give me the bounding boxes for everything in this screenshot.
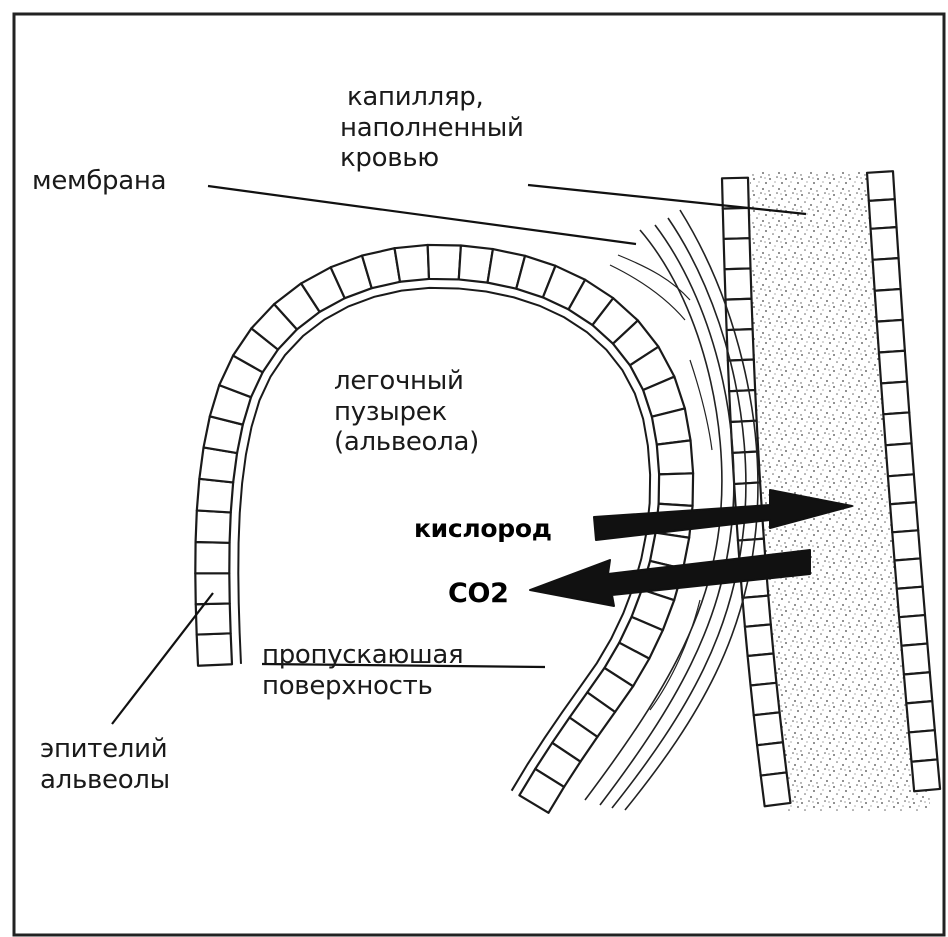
wall-cell (869, 199, 897, 229)
wall-cell (659, 473, 693, 506)
epithelium-label: эпителий альвеолы (40, 734, 170, 795)
capillary-label-line-2: наполненный (340, 113, 524, 144)
wall-cell (894, 558, 922, 588)
wall-cell (757, 742, 786, 775)
wall-cell (657, 440, 693, 474)
oxygen-label-text: кислород (414, 514, 552, 543)
wall-cell (722, 178, 749, 209)
alveolus-label: легочный пузырек (альвеола) (334, 366, 479, 458)
wall-cell (881, 382, 909, 415)
wall-cell (912, 759, 941, 791)
wall-cell (873, 258, 901, 291)
wall-cell (195, 573, 229, 604)
epithelium-label-line-1: эпителий (40, 734, 170, 765)
capillary-label-line-1: капилляр, (340, 82, 524, 113)
wall-cell (875, 289, 903, 322)
wall-cell (906, 701, 934, 732)
alveolus-label-line-2: пузырек (334, 397, 479, 428)
wall-cell (871, 227, 899, 260)
co2-label-text: CO2 (448, 578, 509, 609)
wall-cell (197, 633, 232, 665)
surface-label-line-1: пропускаюшая (262, 640, 463, 671)
wall-cell (899, 615, 927, 646)
wall-cell (727, 329, 754, 361)
wall-cell (195, 542, 229, 573)
epithelium-label-line-2: альвеолы (40, 765, 170, 796)
wall-cell (877, 320, 905, 353)
alveolus-label-line-1: легочный (334, 366, 479, 397)
wall-cell (197, 479, 233, 513)
wall-cell (892, 530, 920, 560)
surface-label-line-2: поверхность (262, 671, 463, 702)
wall-cell (196, 510, 231, 542)
wall-cell (395, 245, 429, 282)
alveolus-label-line-3: (альвеола) (334, 427, 479, 458)
wall-cell (751, 683, 780, 715)
wall-cell (888, 474, 916, 504)
wall-cell (879, 351, 907, 384)
wall-cell (761, 772, 791, 806)
wall-cell (725, 268, 752, 299)
membrane-leader-line (208, 186, 636, 244)
capillary-label: капилляр, наполненный кровью (340, 82, 524, 174)
co2-label: CO2 (448, 578, 509, 610)
wall-cell (909, 730, 937, 762)
wall-cell (742, 596, 770, 627)
membrane-label-text: мембрана (32, 166, 166, 196)
capillary-label-line-3: кровью (340, 143, 524, 174)
wall-cell (754, 712, 783, 745)
wall-cell (901, 644, 929, 675)
surface-label: пропускаюшая поверхность (262, 640, 463, 701)
wall-cell (745, 624, 774, 656)
membrane-label: мембрана (32, 166, 166, 197)
wall-cell (724, 238, 751, 269)
wall-cell (867, 171, 895, 201)
wall-cell (904, 672, 932, 703)
wall-cell (883, 412, 911, 445)
wall-cell (728, 360, 755, 392)
wall-cell (748, 654, 777, 686)
wall-cell (723, 208, 750, 239)
wall-cell (897, 587, 925, 618)
oxygen-label: кислород (414, 514, 552, 544)
wall-cell (428, 245, 461, 280)
wall-cell (886, 443, 914, 476)
wall-cell (890, 502, 918, 532)
